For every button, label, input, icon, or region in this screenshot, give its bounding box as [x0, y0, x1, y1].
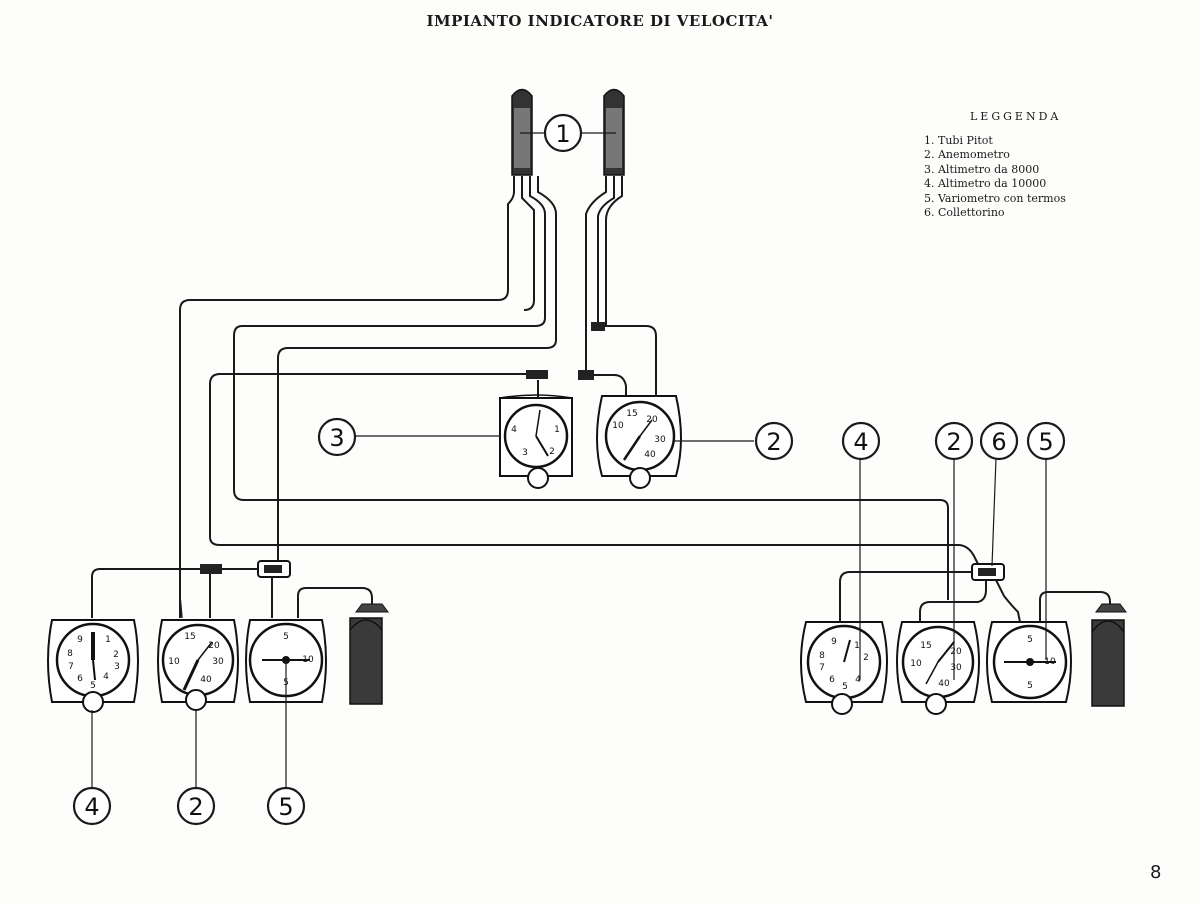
callout-leader-right-manifold: [991, 457, 997, 567]
left-anemometer-gauge: 15 20 10 30 40: [157, 619, 239, 711]
dial-number: 40: [938, 679, 950, 689]
callout-label: 5: [1038, 428, 1053, 456]
dial-number: 1: [554, 425, 560, 435]
dial-number: 10: [302, 655, 314, 665]
dial-number: 7: [819, 663, 825, 673]
dial-number: 6: [829, 675, 835, 685]
callout-label: 1: [555, 120, 570, 148]
dial-number: 5: [842, 682, 848, 692]
callout-label: 2: [766, 428, 781, 456]
callout-right-altimeter-10000: 4: [841, 421, 881, 461]
dial-number: 1: [105, 635, 111, 645]
dial-number: 6: [77, 674, 83, 684]
callout-pitot: 1: [543, 113, 583, 153]
callout-label: 2: [188, 793, 203, 821]
dial-number: 4: [511, 425, 517, 435]
callout-left-anemometer: 2: [176, 786, 216, 826]
dial-number: 15: [184, 632, 195, 642]
dial-number: 8: [67, 649, 73, 659]
callout-right-variometer: 5: [1026, 421, 1066, 461]
dial-number: 2: [863, 653, 869, 663]
altimeter-8000-gauge: 1 4 3 2: [499, 394, 573, 489]
dial-number: 40: [644, 450, 656, 460]
pitot-tube-right: [603, 88, 625, 176]
pipe-network: [91, 176, 1111, 623]
page-title: IMPIANTO INDICATORE DI VELOCITA': [426, 12, 774, 30]
callout-right-anemometer: 2: [934, 421, 974, 461]
right-anemometer-gauge: 15 20 10 30 40: [896, 621, 980, 715]
dial-number: 5: [1027, 635, 1033, 645]
left-thermos-bottle: [349, 603, 389, 705]
dial-number: 40: [200, 675, 212, 685]
callout-label: 3: [329, 424, 344, 452]
legend-item-altimeter-10000: 4. Altimetro da 10000: [924, 177, 1047, 190]
callout-label: 4: [853, 428, 868, 456]
dial-number: 4: [855, 675, 861, 685]
dial-number: 10: [168, 657, 180, 667]
legend-item-manifold: 6. Collettorino: [924, 206, 1005, 219]
legend-item-pitot: 1. Tubi Pitot: [924, 133, 993, 147]
dial-number: 5: [1027, 681, 1033, 691]
left-altimeter-10000-gauge: 9 1 8 2 7 3 6 4 5: [47, 619, 139, 713]
right-altimeter-10000-gauge: 9 1 8 2 7 6 4 5: [800, 621, 888, 715]
dial-number: 10: [910, 659, 922, 669]
dial-number: 20: [208, 641, 220, 651]
callout-label: 5: [278, 793, 293, 821]
dial-number: 15: [626, 409, 637, 419]
dial-number: 8: [819, 651, 825, 661]
dial-number: 3: [522, 448, 528, 458]
dial-number: 9: [77, 635, 83, 645]
legend: LEGGENDA 1. Tubi Pitot 2. Anemometro 3. …: [924, 110, 1066, 221]
dial-number: 9: [831, 637, 837, 647]
callout-label: 2: [946, 428, 961, 456]
dial-number: 3: [114, 662, 120, 672]
dial-number: 20: [950, 647, 962, 657]
legend-item-variometer: 5. Variometro con termos: [924, 191, 1066, 205]
right-thermos-bottle: [1091, 603, 1127, 707]
dial-number: 10: [612, 421, 624, 431]
callout-label: 4: [84, 793, 99, 821]
right-variometer-gauge: 5 10 5: [986, 621, 1072, 703]
pitot-tube-left: [511, 88, 533, 176]
dial-number: 20: [646, 415, 658, 425]
callout-label: 6: [991, 428, 1006, 456]
legend-item-altimeter-8000: 3. Altimetro da 8000: [924, 162, 1040, 176]
callout-left-altimeter-10000: 4: [72, 786, 112, 826]
dial-number: 10: [1044, 657, 1056, 667]
callout-right-manifold: 6: [979, 421, 1019, 461]
dial-number: 30: [950, 663, 962, 673]
legend-title: LEGGENDA: [970, 110, 1062, 123]
dial-number: 30: [654, 435, 666, 445]
dial-number: 5: [90, 681, 96, 691]
dial-number: 2: [549, 447, 555, 457]
dial-number: 7: [68, 662, 74, 672]
dial-number: 5: [283, 632, 289, 642]
page-number: 8: [1150, 862, 1162, 883]
callout-left-variometer: 5: [266, 786, 306, 826]
dial-number: 2: [113, 650, 119, 660]
callout-anemometer-center: 2: [754, 421, 794, 461]
dial-number: 4: [103, 672, 109, 682]
legend-item-anemometer: 2. Anemometro: [924, 148, 1010, 161]
anemometer-center-gauge: 15 20 10 30 40: [596, 395, 682, 489]
dial-number: 30: [212, 657, 224, 667]
callout-altimeter-8000: 3: [317, 417, 357, 457]
dial-number: 15: [920, 641, 931, 651]
dial-number: 1: [854, 641, 860, 651]
